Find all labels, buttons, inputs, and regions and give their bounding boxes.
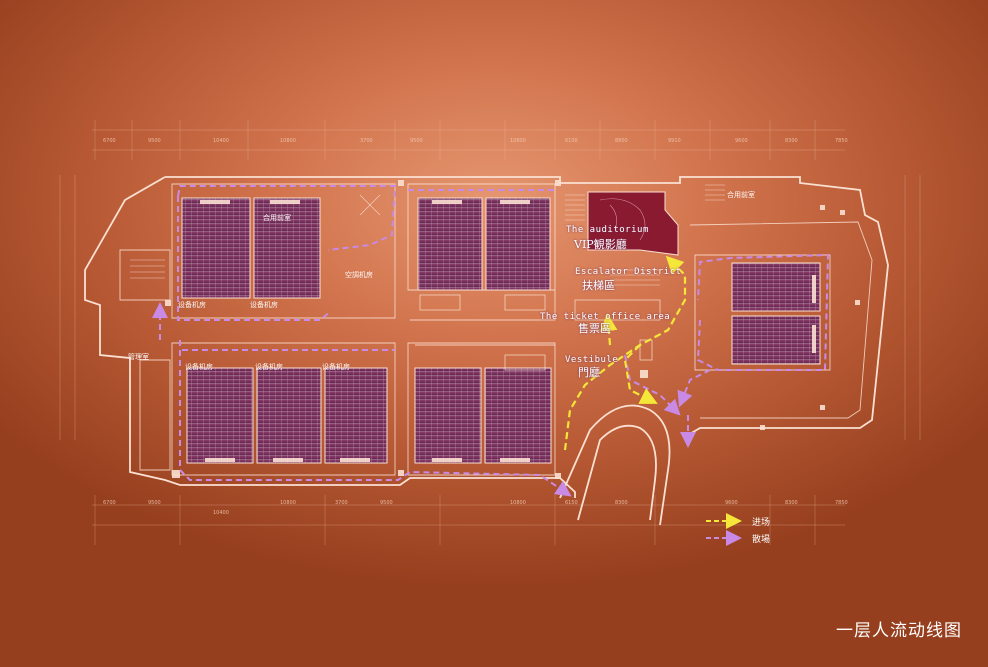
room-label-guard: 管理室 bbox=[128, 353, 149, 361]
dim-top-6: 9500 bbox=[410, 138, 423, 144]
dim-top-7: 10800 bbox=[510, 138, 526, 144]
vestibule-label-cn: 門廳 bbox=[578, 366, 600, 379]
dim-bottom-4: 10800 bbox=[280, 500, 296, 506]
dim-top-9: 8800 bbox=[615, 138, 628, 144]
dim-top-12: 8300 bbox=[785, 138, 798, 144]
dim-top-4: 10800 bbox=[280, 138, 296, 144]
dim-bottom-12: 7850 bbox=[835, 500, 848, 506]
legend-exit-label: 散場 bbox=[752, 535, 771, 545]
room-label-equipment-5: 设备机房 bbox=[322, 363, 350, 371]
ticket-label-en: The ticket office area bbox=[540, 312, 671, 322]
room-label-equipment-2: 设备机房 bbox=[250, 301, 278, 309]
dim-bottom-9: 8300 bbox=[615, 500, 628, 506]
room-label-aircon: 空調机房 bbox=[345, 271, 373, 279]
escalator-label-en: Escalator District bbox=[575, 267, 682, 277]
dim-bottom-10: 9600 bbox=[725, 500, 738, 506]
dim-top-10: 9910 bbox=[668, 138, 681, 144]
dim-bottom-2: 9500 bbox=[148, 500, 161, 506]
room-label-multi: 合用前室 bbox=[263, 214, 291, 222]
dim-bottom-5: 3700 bbox=[335, 500, 348, 506]
room-label-equipment-1: 设备机房 bbox=[178, 301, 206, 309]
dim-bottom-8: 6150 bbox=[565, 500, 578, 506]
dim-top-8: 6100 bbox=[565, 138, 578, 144]
dim-top-1: 6700 bbox=[103, 138, 116, 144]
room-label-equipment-4: 设备机房 bbox=[255, 363, 283, 371]
escalator-label-cn: 扶梯區 bbox=[582, 279, 615, 292]
dim-bottom-11: 8300 bbox=[785, 500, 798, 506]
dim-top-11: 9600 bbox=[735, 138, 748, 144]
vestibule-label-en: Vestibule bbox=[565, 355, 619, 365]
dim-bottom-1: 6700 bbox=[103, 500, 116, 506]
dim-bottom-7: 10800 bbox=[510, 500, 526, 506]
room-label-multi-2: 合用前室 bbox=[727, 191, 755, 199]
dim-top-2: 9500 bbox=[148, 138, 161, 144]
dim-bottom-3: 10400 bbox=[213, 510, 229, 516]
room-label-equipment-3: 设备机房 bbox=[185, 363, 213, 371]
auditorium-label-cn: VIP観影廳 bbox=[574, 238, 627, 251]
ticket-label-cn: 售票區 bbox=[578, 322, 611, 335]
page-title: 一层人流动线图 bbox=[836, 621, 962, 641]
dim-bottom-6: 9500 bbox=[380, 500, 393, 506]
auditorium-label-en: The auditorium bbox=[566, 225, 649, 235]
dim-top-5: 3700 bbox=[360, 138, 373, 144]
legend-entry-label: 进场 bbox=[752, 518, 771, 528]
dim-top-3: 10400 bbox=[213, 138, 229, 144]
dim-top-13: 7850 bbox=[835, 138, 848, 144]
